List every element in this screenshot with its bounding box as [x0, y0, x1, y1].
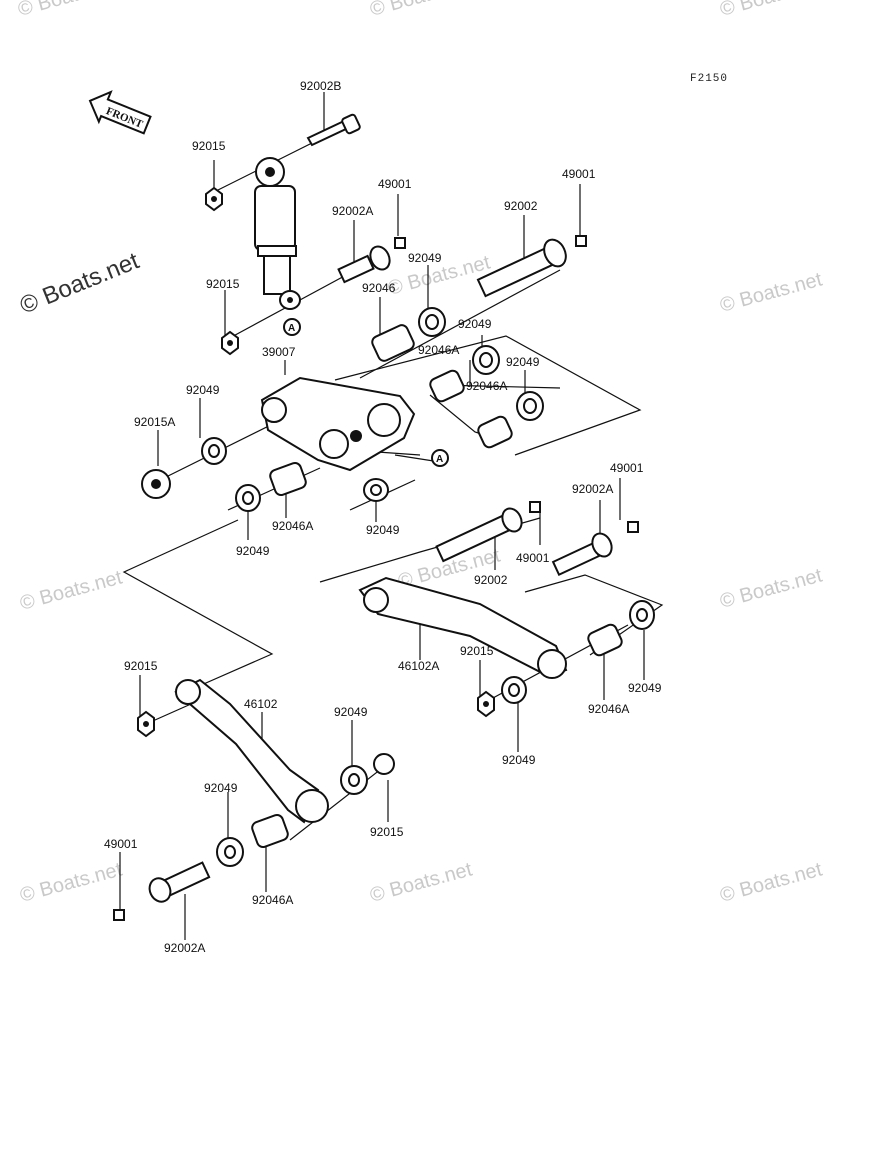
oil-seal-92049-icon: [363, 478, 389, 502]
bushing-92046-icon: [371, 324, 415, 362]
link-46102a-icon: [358, 576, 568, 679]
part-label: 49001: [378, 177, 412, 191]
nut-92015-icon: [137, 710, 155, 738]
front-arrow-icon: FRONT: [88, 90, 152, 135]
part-label: 92049: [408, 251, 442, 265]
grease-nipple-49001-icon: [394, 237, 406, 249]
watermark-main: © Boats.net: [16, 247, 143, 319]
part-label: 46102: [244, 697, 278, 711]
part-label: 92015: [460, 644, 494, 658]
shock-absorber-icon: [254, 157, 301, 310]
bushing-92046a-icon: [477, 415, 513, 449]
part-label: 92049: [186, 383, 220, 397]
part-label: 92002A: [164, 941, 205, 955]
part-label: 92002: [474, 573, 508, 587]
figure-ref: F2150: [690, 73, 728, 85]
watermark: © Boats.net: [718, 564, 825, 612]
link-39007-icon: [260, 376, 416, 472]
part-label: 92049: [502, 753, 536, 767]
grease-nipple-49001-icon: [529, 501, 541, 513]
collar-92015a-icon: [141, 469, 171, 499]
bushing-92046a-icon: [251, 814, 289, 848]
collar-92002a-icon: [337, 245, 391, 284]
watermark: © Boats.net: [18, 566, 125, 614]
part-label: 49001: [610, 461, 644, 475]
part-label: 39007: [262, 345, 296, 359]
part-label: 92049: [236, 544, 270, 558]
part-label: 92002B: [300, 79, 341, 93]
ref-marker-a: A: [436, 454, 443, 465]
part-label: 49001: [104, 837, 138, 851]
part-label: 92049: [458, 317, 492, 331]
nut-92015-icon: [477, 690, 495, 718]
watermark: © Boats.net: [368, 0, 475, 21]
collar-92002a-icon: [148, 861, 211, 903]
part-label: 92002A: [332, 204, 373, 218]
grease-nipple-49001-icon: [575, 235, 587, 247]
part-label: 92015: [206, 277, 240, 291]
part-label: 92046A: [418, 343, 459, 357]
part-label: 92049: [506, 355, 540, 369]
oil-seal-92049-icon: [235, 484, 261, 512]
watermark: © Boats.net: [16, 0, 123, 21]
part-label: 92046: [362, 281, 396, 295]
watermark: © Boats.net: [18, 858, 125, 906]
nut-92015-icon: [373, 753, 395, 775]
part-labels: 92002B 92015 49001 92002A 92002 49001 92…: [104, 79, 662, 955]
part-label: 92049: [366, 523, 400, 537]
bushing-92046a-icon: [587, 623, 623, 657]
watermark: © Boats.net: [718, 0, 825, 21]
part-label: 92015A: [134, 415, 175, 429]
part-label: 92046A: [272, 519, 313, 533]
oil-seal-92049-icon: [418, 307, 446, 337]
nut-92015-icon: [205, 186, 223, 212]
part-label: 49001: [516, 551, 550, 565]
oil-seal-92049-icon: [340, 765, 368, 795]
watermark: © Boats.net: [718, 858, 825, 906]
bushing-92046a-icon: [429, 369, 465, 403]
parts-drawings: A: [113, 113, 655, 921]
part-label: 92049: [628, 681, 662, 695]
collar-92002a-icon: [551, 532, 613, 576]
collar-92002-icon: [435, 507, 523, 563]
grease-nipple-49001-icon: [627, 521, 639, 533]
grease-nipple-49001-icon: [113, 909, 125, 921]
bolt-92002b-icon: [306, 113, 361, 147]
part-label: 49001: [562, 167, 596, 181]
nut-92015-icon: [221, 330, 239, 356]
oil-seal-92049-icon: [472, 345, 500, 375]
part-label: 92046A: [466, 379, 507, 393]
ref-marker-a: A: [288, 323, 295, 334]
part-label: 92002: [504, 199, 538, 213]
part-label: 92015: [192, 139, 226, 153]
part-label: 92002A: [572, 482, 613, 496]
part-label: 92046A: [588, 702, 629, 716]
watermark: © Boats.net: [718, 268, 825, 316]
link-46102-icon: [174, 678, 329, 824]
part-label: 46102A: [398, 659, 439, 673]
oil-seal-92049-icon: [516, 391, 544, 421]
watermarks: © Boats.net © Boats.net © Boats.net © Bo…: [16, 0, 825, 907]
collar-92002-icon: [476, 238, 567, 298]
part-label: 92049: [204, 781, 238, 795]
oil-seal-92049-icon: [629, 600, 655, 630]
watermark: © Boats.net: [368, 858, 475, 906]
oil-seal-92049-icon: [201, 437, 227, 465]
leader-lines: [119, 92, 664, 940]
bushing-92046a-icon: [269, 462, 307, 496]
part-label: 92046A: [252, 893, 293, 907]
part-label: 92049: [334, 705, 368, 719]
part-label: 92015: [370, 825, 404, 839]
part-label: 92015: [124, 659, 158, 673]
oil-seal-92049-icon: [216, 837, 244, 867]
oil-seal-92049-icon: [501, 676, 527, 704]
